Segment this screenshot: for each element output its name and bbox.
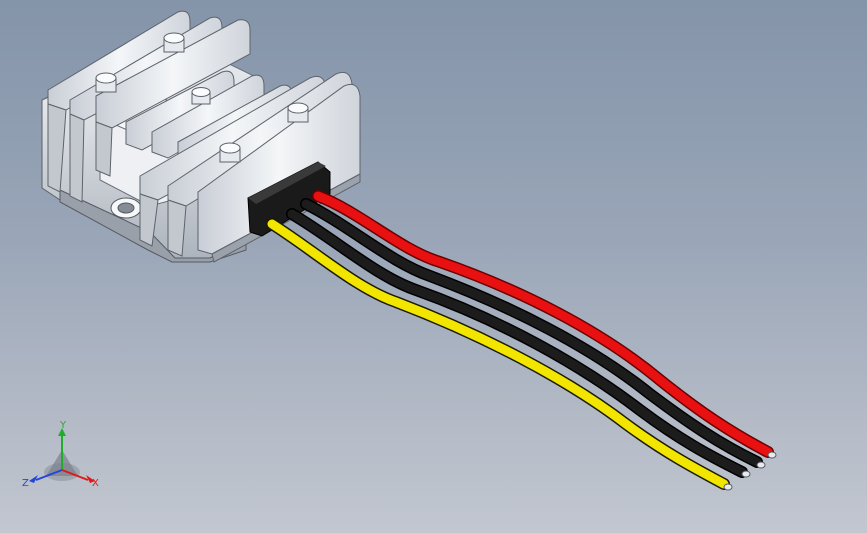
z-axis-label: Z [22,478,29,489]
z-axis [35,469,63,481]
mounting-posts [95,32,309,163]
y-axis-label: Y [59,420,67,431]
wire-harness[interactable] [266,190,774,490]
x-axis [61,469,89,481]
wire-tips [723,451,777,491]
x-axis-label: X [92,478,99,489]
view-triad[interactable]: Y X Z [22,420,104,492]
cable-grommet[interactable] [247,161,331,237]
